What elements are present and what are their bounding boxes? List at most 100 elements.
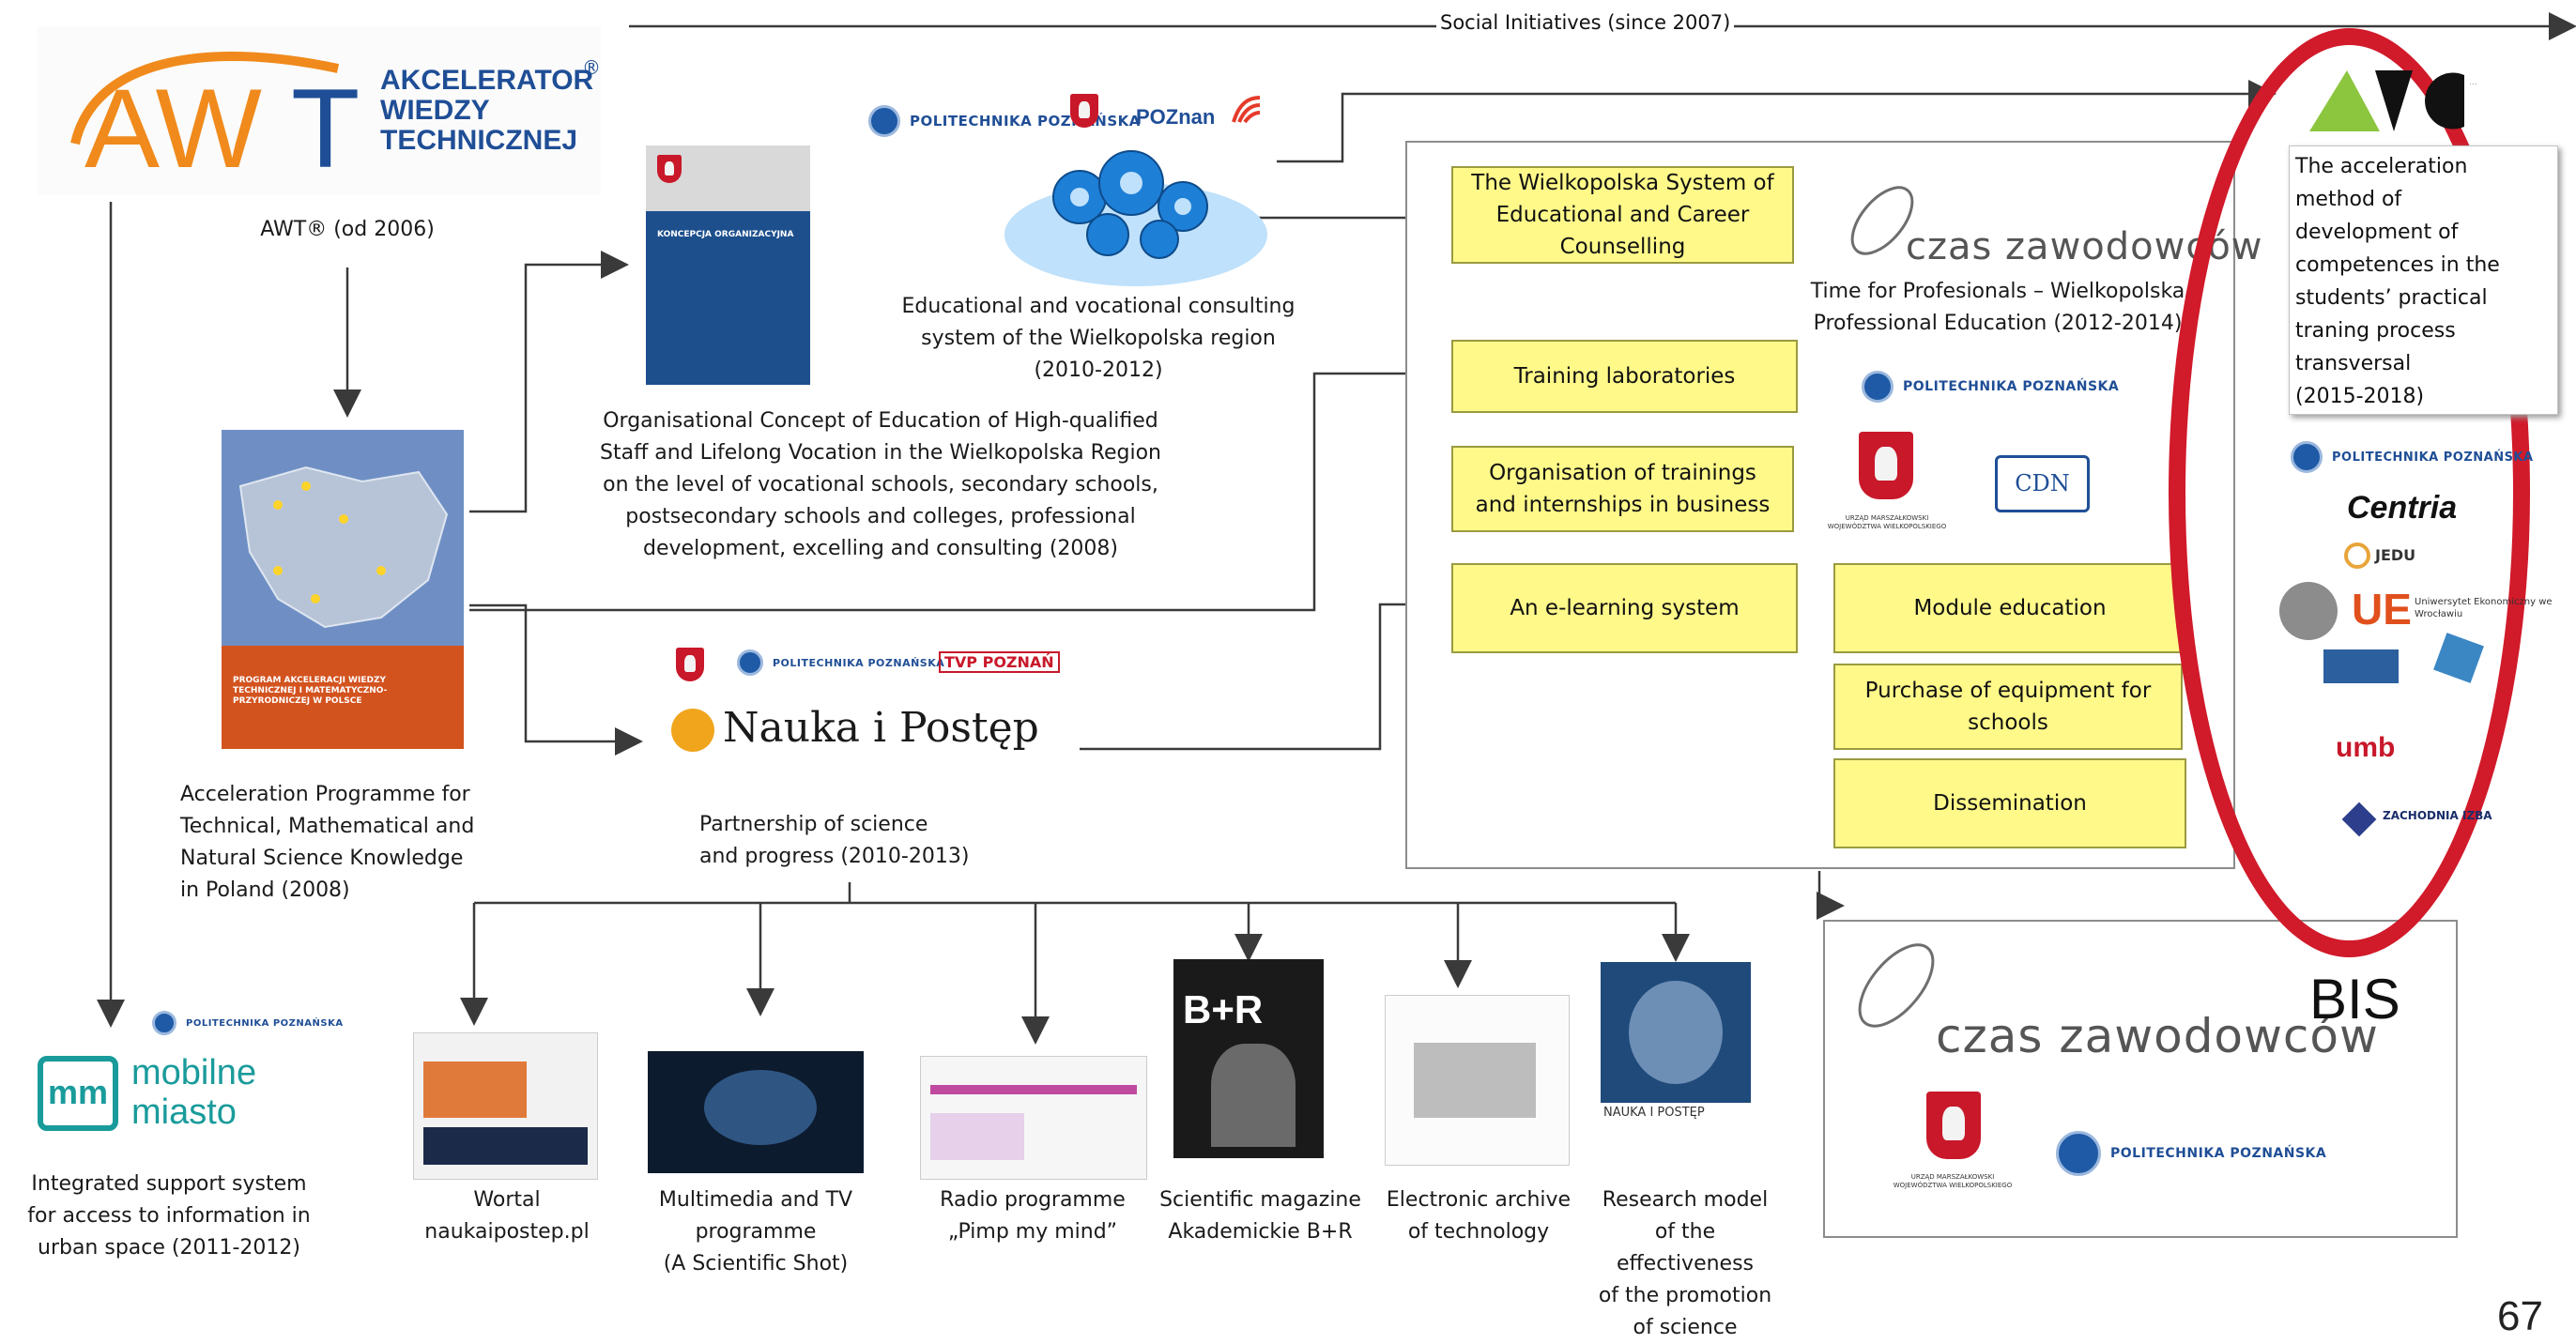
mobilne-logo-line: mobilne [131, 1053, 257, 1092]
politechnika-logo-text: POLITECHNIKA POZNAŃSKA [186, 1017, 344, 1029]
politechnika-logo: POLITECHNIKA POZNAŃSKA [1862, 371, 2119, 403]
svg-text:...: ... [2469, 78, 2477, 87]
poznan-flower-icon [1232, 96, 1261, 124]
output-caption-archive: Electronic archive of technology [1371, 1184, 1587, 1248]
output-caption-line: of the promotion [1598, 1284, 1772, 1307]
output-caption-line: programme [695, 1220, 817, 1244]
output-caption-magazine: Scientific magazine Akademickie B+R [1145, 1184, 1375, 1248]
acceleration-caption-line: in Poland (2008) [180, 878, 350, 902]
output-caption-line: Electronic archive [1386, 1188, 1572, 1212]
awt-logo-line-2: WIEDZY [380, 95, 490, 126]
zachodnia-izba-logo: ZACHODNIA IZBA [2383, 809, 2492, 822]
wielkopolska-crest-icon [1070, 94, 1098, 128]
organisational-caption-line: Organisational Concept of Education of H… [603, 409, 1158, 433]
organisational-caption-line: Staff and Lifelong Vocation in the Wielk… [600, 441, 1161, 465]
output-caption-line: effectiveness [1616, 1252, 1755, 1275]
politechnika-logo: POLITECHNIKA POZNAŃSKA [2056, 1131, 2326, 1176]
acceleration-caption-line: Technical, Mathematical and [180, 815, 475, 838]
wielkopolska-crest-icon [1926, 1092, 1981, 1159]
radio-programme-screenshot [920, 1056, 1147, 1180]
ue-logo: UE [2352, 585, 2412, 634]
politechnika-logo: POLITECHNIKA POZNAŃSKA [2291, 441, 2534, 473]
output-caption-line: (A Scientific Shot) [663, 1252, 849, 1275]
czas-caption-line: Professional Education (2012-2014) [1813, 312, 2183, 335]
umb-logo: umb [2336, 732, 2396, 763]
tvp-poznan-logo: TVP POZNAŃ [939, 651, 1060, 673]
consulting-caption-line: Educational and vocational consulting [901, 295, 1296, 318]
output-caption-line: Wortal [473, 1188, 541, 1212]
politechnika-logo: POLITECHNIKA POZNAŃSKA [737, 649, 944, 676]
akademickie-cover-title: B+R [1183, 987, 1264, 1031]
output-caption-line: of technology [1407, 1220, 1550, 1244]
acceleration-programme-caption: Acceleration Programme for Technical, Ma… [180, 779, 518, 907]
bis-label: BIS [2309, 968, 2400, 1031]
mobilne-miasto-logo: mobilne miasto [131, 1053, 256, 1132]
output-caption-line: Akademickie B+R [1168, 1220, 1353, 1244]
nauka-caption: Partnership of science and progress (201… [699, 809, 1000, 873]
svg-text:T: T [291, 66, 360, 181]
right-method-line: traning process [2295, 319, 2456, 343]
awt-registered-mark: ® [582, 56, 601, 79]
university-seal-icon [2279, 582, 2338, 640]
nauka-caption-line: and progress (2010-2013) [699, 845, 970, 868]
organisational-cover-title: KONCEPCJA ORGANIZACYJNA [657, 230, 794, 239]
university-building-icon [2323, 649, 2399, 683]
awt-logo-line-1: AKCELERATOR [380, 65, 594, 96]
awt-logo: AW T AKCELERATOR WIEDZY TECHNICZNEJ ® [38, 26, 601, 195]
politechnika-logo-text: POLITECHNIKA POZNAŃSKA [2110, 1146, 2327, 1161]
organisational-concept-cover: KONCEPCJA ORGANIZACYJNA [646, 145, 810, 385]
politechnika-seal-icon [1862, 371, 1894, 403]
politechnika-logo: POLITECHNIKA POZNAŃSKA [152, 1011, 344, 1035]
mobilne-logo-line: miasto [131, 1092, 237, 1132]
organisational-caption-line: postsecondary schools and colleges, prof… [625, 505, 1136, 528]
cdn-logo: CDN [1995, 455, 2090, 512]
acceleration-cover-title: PROGRAM AKCELERACJI WIEDZY TECHNICZNEJ I… [233, 676, 388, 706]
politechnika-logo-text: POLITECHNIKA POZNAŃSKA [910, 113, 1141, 130]
awt-caption: AWT® (od 2006) [260, 218, 435, 241]
gears-image [1004, 150, 1267, 286]
output-caption-line: Multimedia and TV [658, 1188, 853, 1212]
nauka-caption-line: Partnership of science [699, 813, 928, 836]
wielkopolska-system-box: The Wielkopolska System of Educational a… [1451, 166, 1794, 264]
svg-text:AW: AW [84, 66, 262, 181]
wielkopolska-crest-icon [1859, 432, 1913, 499]
akademickie-cover: B+R [1173, 959, 1324, 1158]
organisational-concept-caption: Organisational Concept of Education of H… [552, 405, 1209, 565]
right-method-line: development of [2295, 221, 2459, 244]
consulting-system-caption: Educational and vocational consulting sy… [864, 291, 1333, 387]
output-caption-line: Radio programme [940, 1188, 1126, 1212]
czas-caption: Time for Profesionals – Wielkopolska Pro… [1791, 276, 2204, 340]
training-laboratories-box: Training laboratories [1451, 340, 1798, 413]
mobilne-caption-line: urban space (2011-2012) [38, 1236, 300, 1260]
output-caption-wortal: Wortal naukaipostep.pl [394, 1184, 620, 1248]
jedu-ring-icon [2344, 542, 2370, 569]
e-learning-box: An e-learning system [1451, 563, 1798, 653]
wielkopolska-crest-icon [676, 648, 704, 681]
acceleration-caption-line: Natural Science Knowledge [180, 847, 464, 870]
organisational-caption-line: on the level of vocational schools, seco… [603, 473, 1158, 496]
output-caption-research: Research model of the effectiveness of t… [1587, 1184, 1784, 1344]
ue-wroclaw-label: Uniwersytet Ekonomiczny we Wrocławiu [2415, 597, 2553, 619]
mobilne-caption-line: Integrated support system [31, 1172, 307, 1196]
politechnika-seal-icon [152, 1011, 176, 1035]
mobilne-miasto-mark: mm [38, 1056, 118, 1131]
poznan-logo: POZnan [1136, 105, 1216, 129]
mobilne-caption: Integrated support system for access to … [5, 1168, 333, 1264]
nauka-leaf-icon [671, 709, 714, 752]
right-method-line: method of [2295, 188, 2402, 211]
right-method-text: The acceleration method of development o… [2295, 150, 2500, 413]
consulting-caption-line: system of the Wielkopolska region [921, 327, 1276, 350]
dissemination-box: Dissemination [1833, 758, 2186, 848]
centria-logo: Centria [2347, 490, 2458, 526]
trainings-internships-box: Organisation of trainings and internship… [1451, 446, 1794, 532]
czas-swoosh-icon [1850, 186, 1914, 255]
politechnika-logo-text: POLITECHNIKA POZNAŃSKA [2332, 450, 2534, 465]
europe-map-image [222, 430, 464, 749]
mobilne-caption-line: for access to information in [27, 1204, 311, 1228]
bis-box [1823, 920, 2458, 1238]
jedu-logo: JEDU [2375, 546, 2416, 564]
politechnika-seal-icon [737, 649, 763, 676]
right-method-line: (2015-2018) [2295, 385, 2425, 408]
consulting-caption-line: (2010-2012) [1034, 359, 1163, 382]
